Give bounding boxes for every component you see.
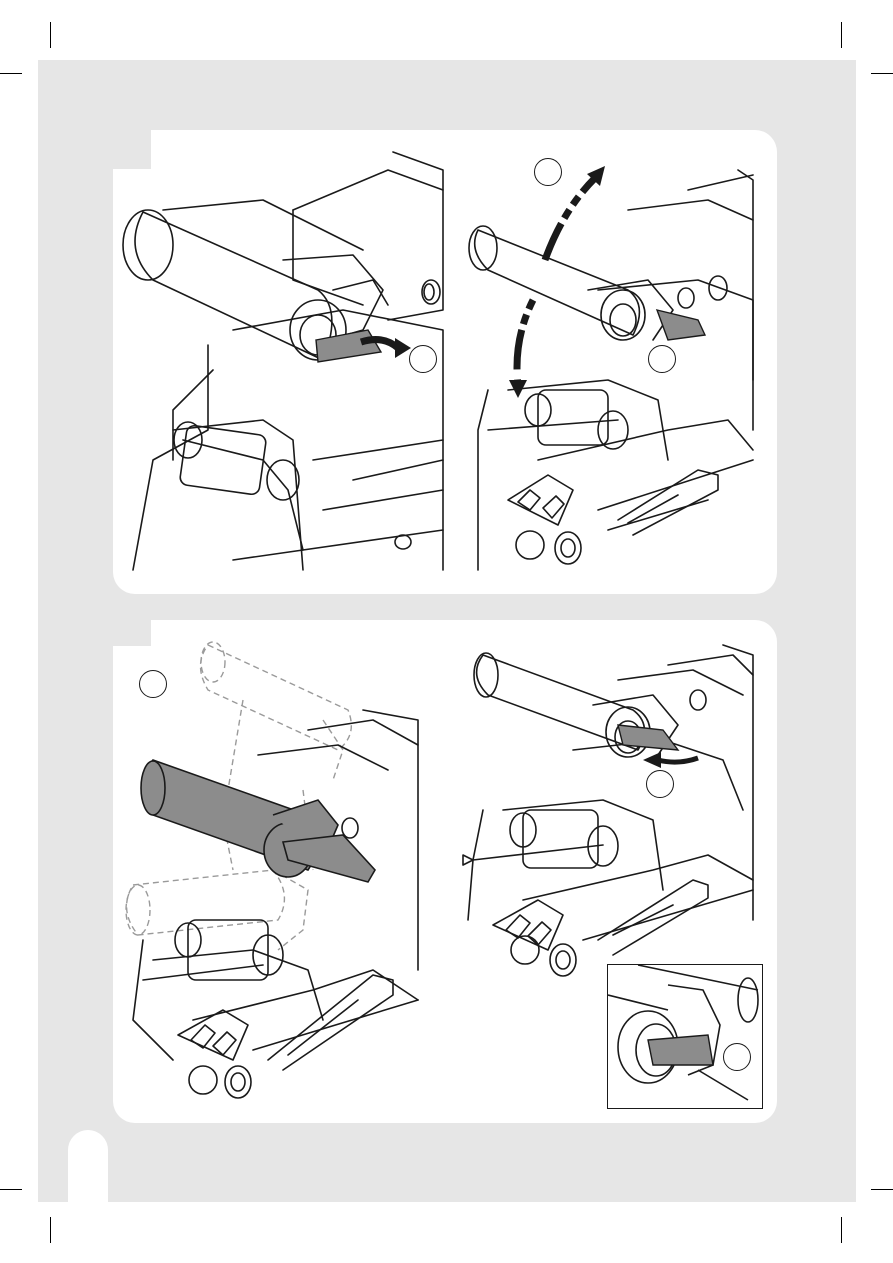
lever-shaded xyxy=(316,330,381,362)
step-circle-a2-right xyxy=(648,345,676,373)
crop-mark-bottom-left-v xyxy=(50,1217,51,1243)
step-circle-inset xyxy=(723,1043,751,1071)
arrow-left-icon xyxy=(643,752,661,768)
lever-detail-icon xyxy=(608,965,763,1109)
figure-a2 xyxy=(469,170,753,570)
crop-mark-bottom-right-h xyxy=(871,1189,893,1190)
step-circle-b2 xyxy=(646,770,674,798)
figure-b2 xyxy=(463,645,753,976)
crop-mark-top-right-v xyxy=(841,22,842,48)
page-tab xyxy=(68,1130,108,1202)
figure-panel-top xyxy=(113,130,777,594)
crop-mark-bottom-left-h xyxy=(0,1189,22,1190)
crop-mark-top-left-v xyxy=(50,22,51,48)
crop-mark-top-right-h xyxy=(871,73,893,74)
crop-mark-top-left-h xyxy=(0,73,22,74)
detail-inset xyxy=(607,964,763,1109)
crop-mark-bottom-right-v xyxy=(841,1217,842,1243)
figure-a1 xyxy=(123,152,673,570)
step-circle-b1 xyxy=(139,670,167,698)
illustration-top xyxy=(113,130,777,594)
step-circle-a1 xyxy=(409,345,437,373)
step-circle-a2-top xyxy=(534,158,562,186)
